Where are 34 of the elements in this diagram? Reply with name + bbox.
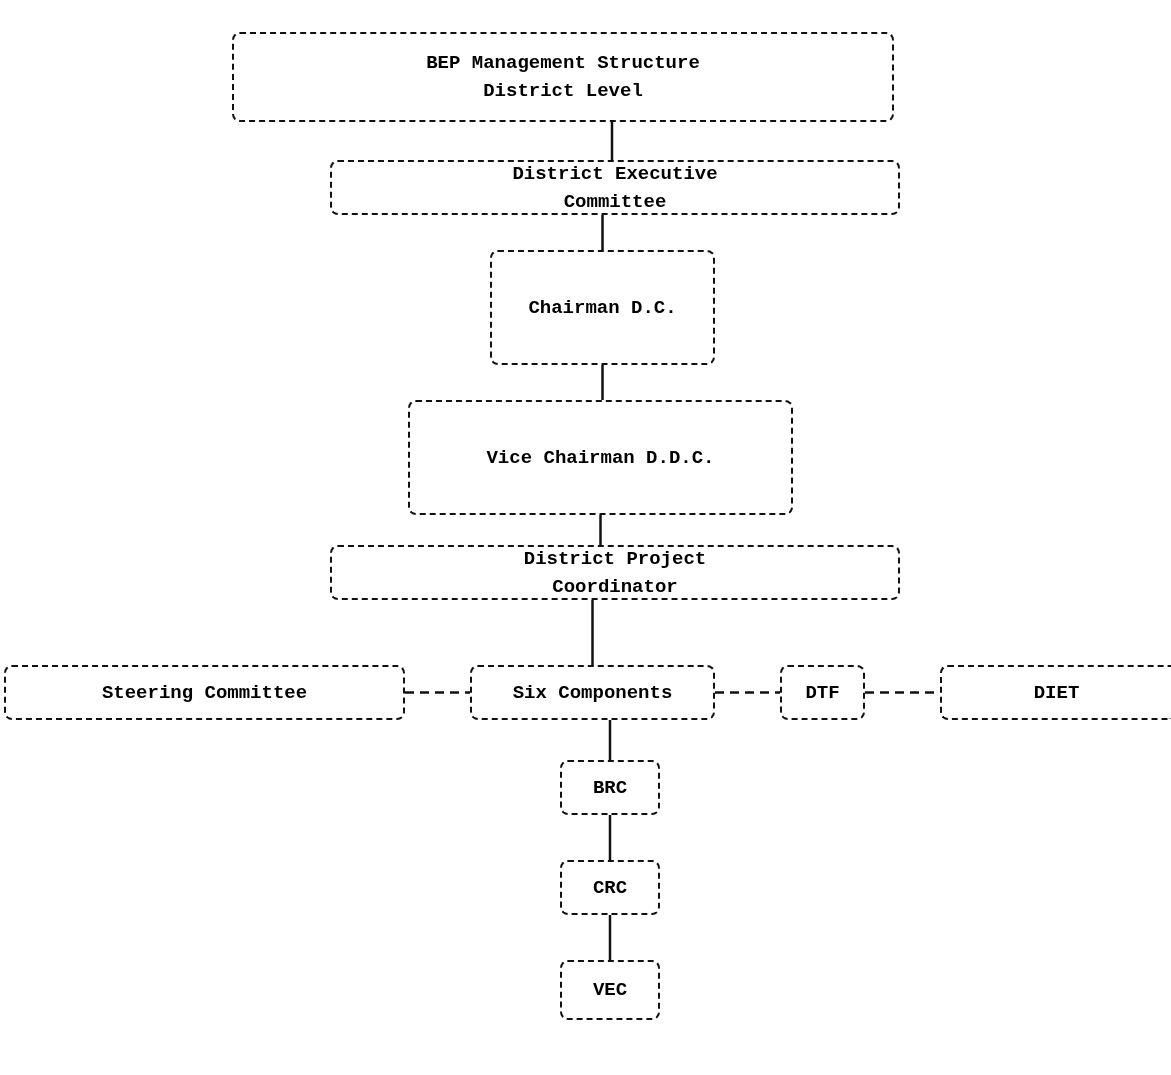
connector-line: [601, 365, 604, 400]
box-label: District Executive Committee: [511, 161, 719, 215]
dashed-box: [560, 960, 660, 1020]
box-label: Six Components: [512, 680, 673, 706]
dashed-box: [4, 665, 405, 720]
dashed-box: [330, 160, 900, 215]
box-label: District Project Coordinator: [522, 546, 708, 600]
box-label: VEC: [592, 978, 628, 1003]
dashed-box: [940, 665, 1171, 720]
dashed-box: [408, 400, 793, 515]
connector-line: [610, 122, 614, 160]
connector-line: [405, 691, 470, 694]
dashed-box: [232, 32, 894, 122]
connector-line: [599, 515, 602, 545]
dashed-box: [490, 250, 715, 365]
dashed-box: [330, 545, 900, 600]
dashed-box: [780, 665, 865, 720]
connector-line: [601, 215, 604, 250]
dashed-box: [560, 860, 660, 915]
box-label: BEP Management Structure District Level: [426, 51, 700, 104]
box-label: Chairman D.C.: [528, 295, 677, 321]
connector-line: [715, 691, 780, 694]
box-label: BRC: [592, 775, 628, 801]
box-label: CRC: [592, 875, 628, 901]
connector-line: [608, 815, 612, 860]
box-label: DTF: [805, 680, 840, 706]
dashed-box: [560, 760, 660, 815]
box-label: Steering Committee: [101, 680, 308, 706]
connector-line: [608, 915, 612, 960]
connector-line: [591, 600, 594, 665]
box-label: Vice Chairman D.D.C.: [486, 445, 715, 471]
connector-line: [608, 720, 612, 760]
dashed-box: [470, 665, 715, 720]
box-label: DIET: [1033, 680, 1080, 706]
